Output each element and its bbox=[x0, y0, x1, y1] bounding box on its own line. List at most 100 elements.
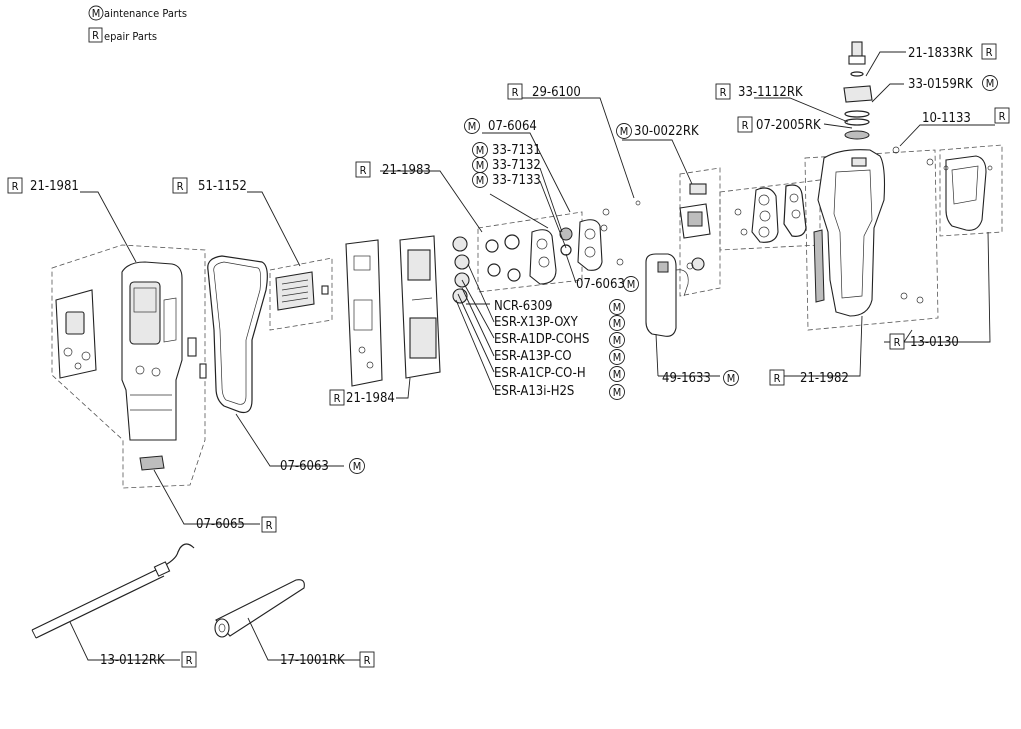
seal-parts-33-7131 bbox=[485, 229, 557, 285]
label-30-0022RK: 30-0022RK bbox=[634, 124, 699, 139]
repair-marker-box bbox=[737, 116, 753, 133]
repair-marker-box bbox=[181, 651, 197, 668]
sensor-label-esr-x13p-oxy: ESR-X13P-OXY bbox=[494, 315, 579, 330]
maintenance-marker: M bbox=[468, 120, 477, 133]
sensor-label-esr-a13i-h2s: ESR-A13i-H2S bbox=[494, 384, 574, 399]
repair-marker: R bbox=[177, 180, 184, 193]
repair-marker: R bbox=[512, 86, 519, 99]
pump-part-30-0022RK bbox=[679, 183, 711, 271]
label-17-1001RK: 17-1001RK bbox=[280, 653, 345, 668]
repair-marker-box bbox=[355, 161, 371, 178]
repair-marker-box bbox=[994, 107, 1010, 124]
label-07-6064: 07-6064 bbox=[488, 119, 537, 134]
battery-part-49-1633 bbox=[645, 253, 689, 337]
inlet-fitting-part-21-1833RK bbox=[848, 41, 866, 77]
maintenance-marker-circle bbox=[723, 370, 739, 386]
repair-marker: R bbox=[894, 336, 901, 349]
label-21-1984: 21-1984 bbox=[346, 391, 395, 406]
maintenance-marker: M bbox=[613, 368, 622, 381]
maintenance-marker: M bbox=[476, 174, 485, 187]
maintenance-marker: M bbox=[613, 386, 622, 399]
repair-marker-box bbox=[769, 369, 785, 386]
repair-marker: R bbox=[742, 119, 749, 132]
repair-marker-box bbox=[981, 43, 997, 60]
repair-marker-box bbox=[261, 516, 277, 533]
repair-marker: R bbox=[774, 372, 781, 385]
label-29-6100: 29-6100 bbox=[532, 85, 581, 100]
sensor-label-ncr-6309: NCR-6309 bbox=[494, 299, 553, 314]
belt-clip-part-13-0130 bbox=[943, 155, 993, 231]
gasket-part-07-6063 bbox=[207, 255, 268, 414]
maintenance-marker: M bbox=[613, 334, 622, 347]
repair-marker-box bbox=[172, 177, 188, 194]
seal-parts-33-7132 bbox=[559, 219, 603, 271]
maintenance-marker: M bbox=[727, 372, 736, 385]
maintenance-legend-text: aintenance Parts bbox=[104, 7, 187, 20]
maintenance-symbol: M bbox=[92, 7, 101, 20]
maintenance-marker-circle bbox=[464, 118, 480, 134]
maintenance-marker-circle bbox=[609, 315, 625, 331]
maintenance-marker-circle bbox=[472, 172, 488, 188]
filter-part-51-1152 bbox=[275, 271, 329, 311]
maintenance-marker-circle bbox=[616, 123, 632, 139]
label-49-1633: 49-1633 bbox=[662, 371, 711, 386]
circuit-board-part-21-1984 bbox=[345, 239, 383, 387]
small-screws-part bbox=[600, 200, 641, 266]
maintenance-marker-circle bbox=[609, 299, 625, 315]
repair-symbol: R bbox=[92, 29, 99, 42]
label-21-1982: 21-1982 bbox=[800, 371, 849, 386]
cap-part-33-0159RK bbox=[843, 85, 873, 140]
label-10-1133: 10-1133 bbox=[922, 111, 971, 126]
label-33-0159RK: 33-0159RK bbox=[908, 77, 973, 92]
repair-marker-box bbox=[507, 83, 523, 100]
label-21-1983: 21-1983 bbox=[382, 163, 431, 178]
sensor-label-esr-a1cp-co-h: ESR-A1CP-CO-H bbox=[494, 366, 586, 381]
repair-marker: R bbox=[12, 180, 19, 193]
label-33-7132: 33-7132 bbox=[492, 158, 541, 173]
repair-marker: R bbox=[986, 46, 993, 59]
repair-marker: R bbox=[360, 164, 367, 177]
label-33-7133: 33-7133 bbox=[492, 173, 541, 188]
maintenance-marker-circle bbox=[609, 349, 625, 365]
maintenance-marker: M bbox=[620, 125, 629, 138]
repair-marker-box bbox=[715, 83, 731, 100]
repair-marker: R bbox=[720, 86, 727, 99]
maintenance-marker-circle bbox=[982, 75, 998, 91]
manifold-plate-part bbox=[734, 184, 807, 243]
label-21-1833RK: 21-1833RK bbox=[908, 46, 973, 61]
leader-lines bbox=[69, 51, 995, 661]
label-07-6063-top: 07-6063 bbox=[576, 277, 625, 292]
label-13-0130: 13-0130 bbox=[910, 335, 959, 350]
repair-marker-box bbox=[889, 333, 905, 350]
maintenance-marker-circle bbox=[609, 332, 625, 348]
label-33-7131: 33-7131 bbox=[492, 143, 541, 158]
small-clip-part bbox=[187, 337, 207, 379]
repair-marker: R bbox=[364, 654, 371, 667]
maintenance-marker: M bbox=[613, 301, 622, 314]
probe-part-17-1001RK bbox=[214, 579, 305, 638]
legend: M aintenance Parts R epair Parts bbox=[88, 5, 187, 43]
maintenance-marker-circle bbox=[609, 366, 625, 382]
label-07-6063-bottom: 07-6063 bbox=[280, 459, 329, 474]
latch-part-07-6065 bbox=[139, 455, 165, 471]
repair-marker-box bbox=[7, 177, 23, 194]
label-07-6065: 07-6065 bbox=[196, 517, 245, 532]
repair-symbol-box bbox=[88, 27, 103, 43]
repair-marker: R bbox=[334, 392, 341, 405]
maintenance-marker: M bbox=[476, 144, 485, 157]
faceplate-part bbox=[55, 289, 97, 379]
maintenance-marker: M bbox=[627, 278, 636, 291]
repair-marker: R bbox=[266, 519, 273, 532]
main-board-part-21-1983 bbox=[399, 235, 441, 379]
front-housing-part bbox=[121, 261, 183, 441]
maintenance-marker-circle bbox=[609, 384, 625, 400]
labels: R 21-1981 R 51-1152 R 21-1983 M 07-6064 … bbox=[7, 43, 1010, 668]
maintenance-marker: M bbox=[986, 77, 995, 90]
repair-marker: R bbox=[186, 654, 193, 667]
repair-marker: R bbox=[999, 110, 1006, 123]
maintenance-marker: M bbox=[476, 159, 485, 172]
label-51-1152: 51-1152 bbox=[198, 179, 247, 194]
maintenance-marker-circle bbox=[623, 276, 639, 292]
maintenance-symbol-circle bbox=[88, 5, 104, 21]
